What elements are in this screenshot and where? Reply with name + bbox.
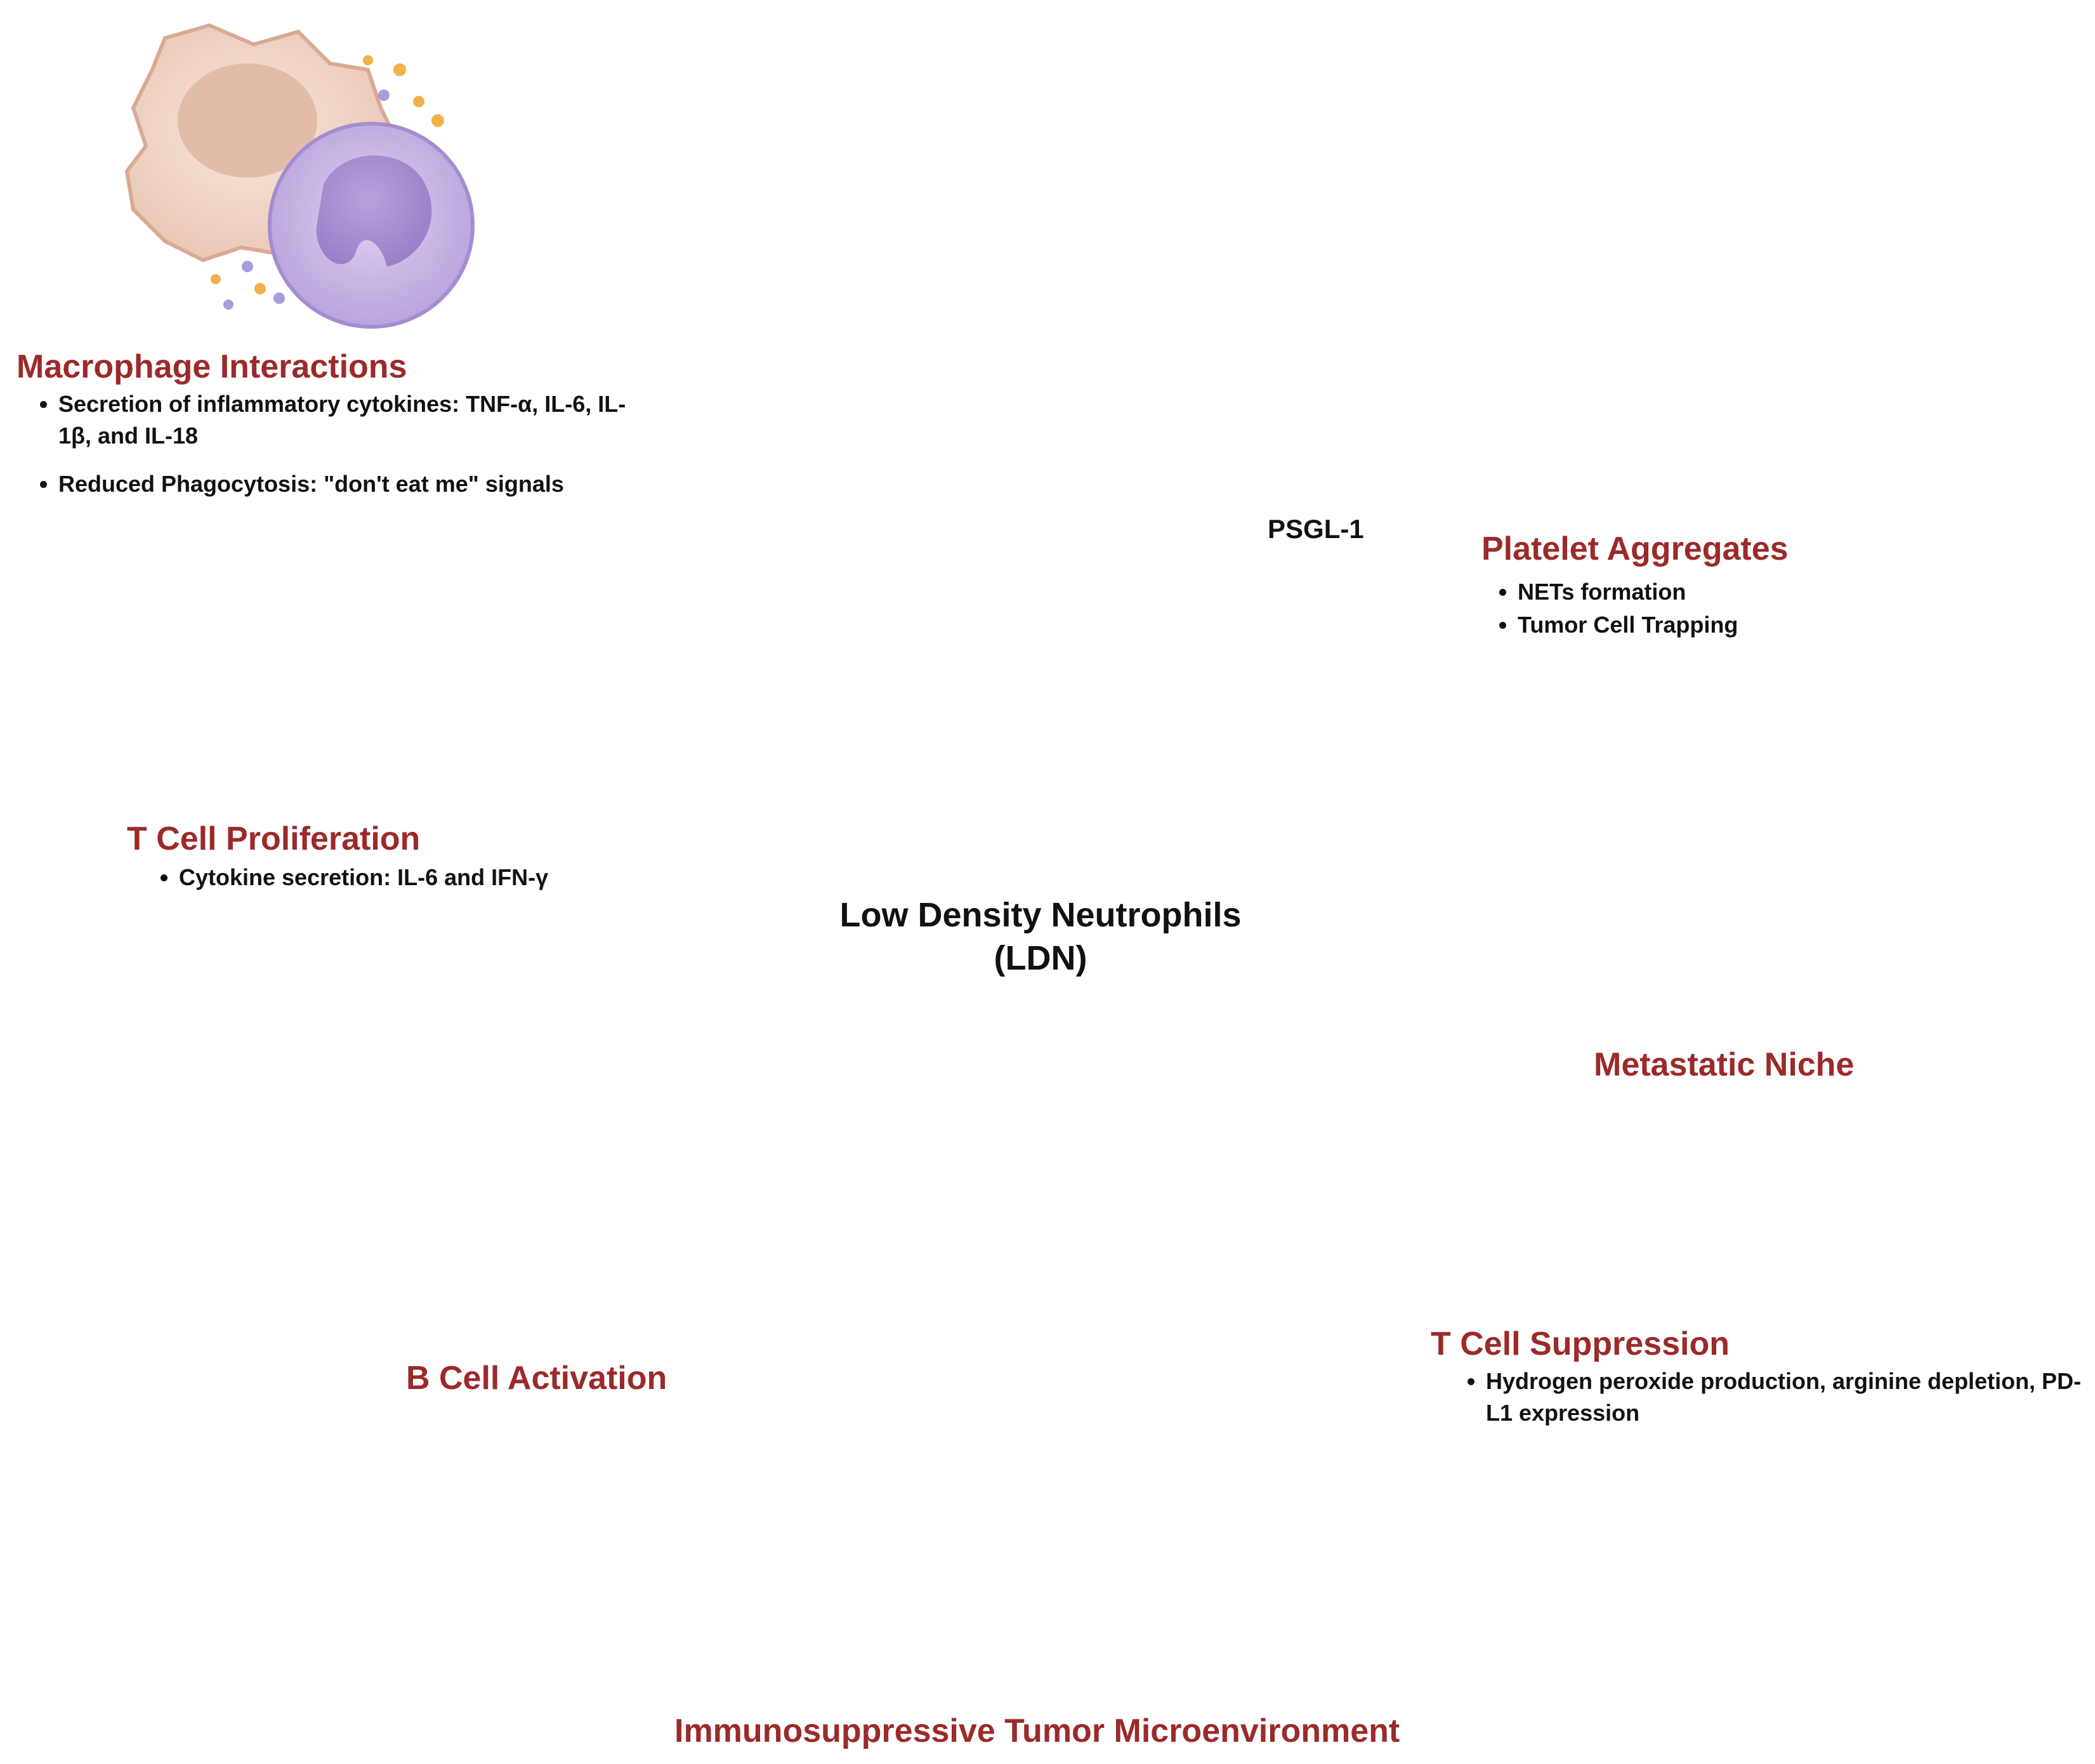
t-cell-proliferation-title: T Cell Proliferation	[127, 820, 421, 857]
t-cell-proliferation-bullet: Cytokine secretion: IL-6 and IFN-γ	[179, 862, 661, 893]
macrophage-bullet: Reduced Phagocytosis: "don't eat me" sig…	[58, 468, 655, 500]
ldn-label-line2: (LDN)	[994, 939, 1087, 977]
t-cell-suppression-title: T Cell Suppression	[1431, 1326, 1730, 1362]
platelet-bullet: Tumor Cell Trapping	[1518, 609, 1962, 641]
ldn-label: Low Density Neutrophils (LDN)	[812, 893, 1269, 980]
platelet-title: Platelet Aggregates	[1481, 530, 1789, 567]
macrophage-illustration	[124, 23, 475, 329]
macrophage-title: Macrophage Interactions	[16, 348, 407, 385]
t-cell-suppression-bullet: Hydrogen peroxide production, arginine d…	[1486, 1366, 2095, 1429]
t-cell-proliferation-bullets: Cytokine secretion: IL-6 and IFN-γ	[146, 862, 661, 910]
ldn-label-line1: Low Density Neutrophils	[839, 896, 1242, 934]
platelet-bullets: NETs formation Tumor Cell Trapping	[1485, 576, 1962, 642]
b-cell-title: B Cell Activation	[406, 1360, 667, 1397]
macrophage-bullets: Secretion of inflammatory cytokines: TNF…	[25, 388, 655, 517]
macrophage-bullet: Secretion of inflammatory cytokines: TNF…	[58, 388, 655, 452]
psgl1-label: PSGL-1	[1268, 514, 1364, 544]
t-cell-suppression-bullets: Hydrogen peroxide production, arginine d…	[1453, 1366, 2095, 1445]
platelet-bullet: NETs formation	[1518, 576, 1962, 608]
metastatic-niche-title: Metastatic Niche	[1594, 1046, 1855, 1083]
tumor-title: Immunosuppressive Tumor Microenvironment	[674, 1713, 1400, 1749]
